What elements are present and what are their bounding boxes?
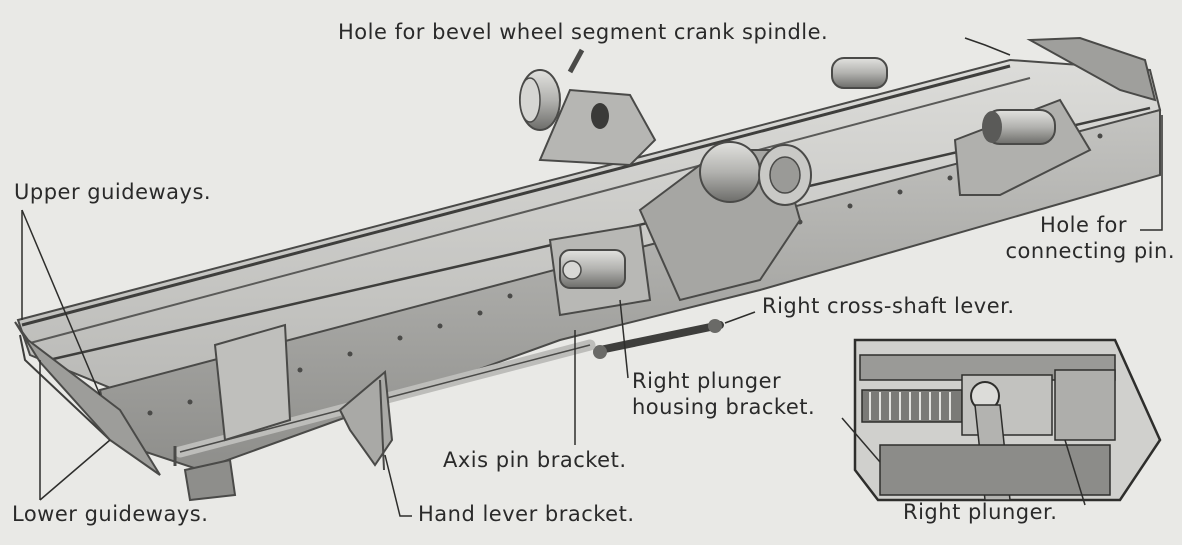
leader-lines (21, 37, 1163, 517)
label-right-plunger-housing-line1: Right plunger (632, 369, 782, 393)
label-hole-connecting-pin: Hole for connecting pin. (985, 212, 1175, 265)
label-axis-pin-bracket: Axis pin bracket. (443, 448, 627, 472)
trunnion (638, 141, 812, 302)
label-right-plunger-housing: Right plunger housing bracket. (632, 368, 815, 421)
connecting-pin-bracket (953, 36, 1157, 196)
rear-cylinder (831, 57, 888, 89)
label-hole-connecting-pin-line1: Hole for (1040, 213, 1127, 237)
front-side-plate (183, 323, 292, 502)
plunger-housing-bracket (548, 223, 652, 317)
label-right-cross-shaft-lever: Right cross-shaft lever. (762, 294, 1015, 318)
label-right-plunger: Right plunger. (903, 500, 1058, 524)
label-lower-guideways: Lower guideways. (12, 502, 209, 526)
plunger-inset (853, 338, 1162, 502)
cross-shaft-lever (593, 319, 724, 359)
crank-spindle-lug (519, 48, 657, 167)
label-hand-lever-bracket: Hand lever bracket. (418, 502, 635, 526)
hand-lever (173, 339, 596, 471)
label-right-plunger-housing-line2: housing bracket. (632, 395, 816, 420)
label-hole-connecting-pin-line2: connecting pin. (1005, 239, 1175, 264)
label-upper-guideways: Upper guideways. (14, 180, 212, 204)
label-bevel-hole: Hole for bevel wheel segment crank spind… (338, 20, 829, 44)
